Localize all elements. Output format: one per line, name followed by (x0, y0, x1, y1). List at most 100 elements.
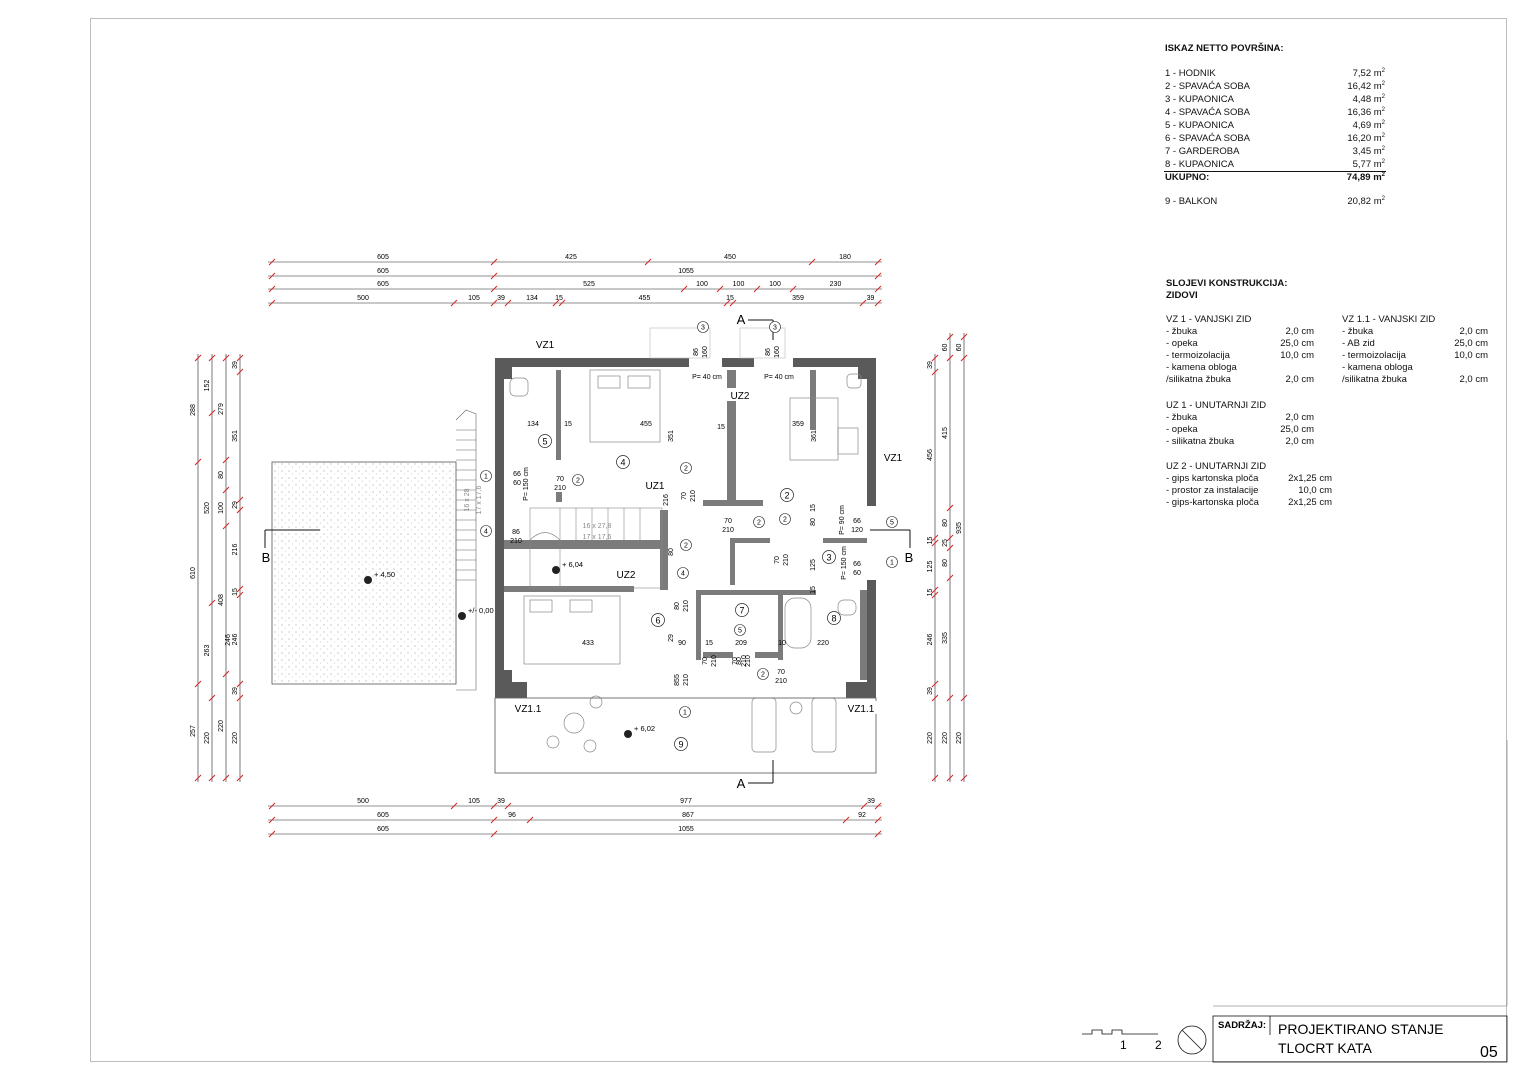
inner-dimension: 15 (810, 504, 817, 512)
balcony-outline (494, 697, 877, 774)
dimension-tick (753, 285, 761, 293)
inner-dimension: 15 (564, 421, 572, 428)
dimension-tick (808, 258, 816, 266)
dimension-tick (194, 680, 202, 688)
dimension-tick (946, 333, 954, 341)
areas-balcony-row: 9 - BALKON 20,82 m2 (1165, 196, 1385, 209)
room-number-marker (480, 525, 492, 537)
room-number: 4 (620, 458, 625, 468)
opening-width: 70 (732, 657, 739, 665)
areas-room-name: 7 - GARDEROBA (1165, 146, 1240, 157)
wall-label-box (724, 388, 756, 401)
room-number: 2 (783, 517, 787, 524)
dimension-tick (222, 670, 230, 678)
dimension-value: 867 (682, 812, 694, 819)
room-number-marker (680, 539, 692, 551)
layer-name: - kamena obloga (1342, 362, 1413, 373)
room-number-marker (769, 321, 781, 333)
level-value: + 6,02 (634, 724, 655, 733)
wall-label: VZ1 (536, 340, 555, 351)
dimension-tick (723, 299, 731, 307)
dimension-tick (874, 299, 882, 307)
dimension-tick (552, 299, 560, 307)
dimension-value: 351 (232, 430, 239, 442)
room-number: 4 (681, 571, 685, 578)
opening-width: 66 (853, 561, 861, 568)
room-number: 2 (576, 478, 580, 485)
inner-dimension: 15 (705, 640, 713, 647)
dimension-tick (931, 586, 939, 594)
dimension-tick (504, 299, 512, 307)
section-label: B (905, 550, 914, 565)
dimension-value: 29 (232, 501, 239, 509)
dimension-tick (931, 774, 939, 782)
wall-label: VZ1.1 (848, 704, 875, 715)
sheet-number: 05 (1480, 1044, 1498, 1061)
dimension-value: 456 (927, 449, 934, 461)
dimension-tick (931, 591, 939, 599)
dimension-tick (490, 816, 498, 824)
layer-name: - prostor za instalacije (1166, 485, 1259, 496)
dimension-tick (874, 830, 882, 838)
inner-dimension: 433 (582, 640, 594, 647)
dimension-value: 605 (377, 281, 389, 288)
dimension-value: 220 (927, 732, 934, 744)
dimension-tick (236, 368, 244, 376)
dimension-value: 257 (190, 725, 197, 737)
dimension-tick (842, 816, 850, 824)
dimension-tick (526, 816, 534, 824)
dimension-value: 15 (927, 537, 934, 545)
dimension-tick (874, 802, 882, 810)
room-number: 2 (757, 520, 761, 527)
opening-height: 210 (745, 655, 752, 667)
stair-label: 16 x 28 (464, 488, 471, 511)
dimension-value: 525 (583, 281, 595, 288)
dimension-tick (960, 694, 968, 702)
wall-label: VZ1.1 (515, 704, 542, 715)
inner-dimension: 361 (811, 430, 818, 442)
room-number: 7 (739, 606, 744, 616)
opening-width: 80 (674, 602, 681, 610)
dimension-tick (222, 522, 230, 530)
dimension-value: 288 (190, 404, 197, 416)
room-number-marker (680, 462, 692, 474)
room-number-marker (651, 613, 665, 627)
inner-dimension: 220 (817, 640, 829, 647)
dimension-value: 220 (942, 732, 949, 744)
dimension-tick (644, 258, 652, 266)
layer-thickness: 10,0 cm (1454, 350, 1488, 361)
dimension-value: 105 (468, 295, 480, 302)
room-number: 5 (890, 520, 894, 527)
opening-width: 86 (693, 348, 700, 356)
level-marker (364, 576, 372, 584)
dimension-tick (490, 272, 498, 280)
dimension-tick (931, 539, 939, 547)
dimension-value: 610 (190, 567, 197, 579)
room-number-marker (679, 706, 691, 718)
layer-name: /silikatna žbuka (1342, 374, 1407, 385)
opening-height: 210 (554, 485, 566, 492)
room-number-marker (753, 516, 765, 528)
wall-label-box (877, 450, 909, 463)
dimension-value: 134 (526, 295, 538, 302)
dimension-value: 39 (867, 798, 875, 805)
layer-name: - silikatna žbuka (1166, 436, 1235, 447)
level-value: + 4,50 (374, 570, 395, 579)
room-number: 2 (684, 466, 688, 473)
layer-thickness: 10,0 cm (1280, 350, 1314, 361)
wall-label-box (529, 337, 561, 350)
inner-dimension: 125 (810, 559, 817, 571)
inner-dimension: 246 (225, 634, 232, 646)
window-parapet: P= 40 cm (764, 374, 794, 381)
room-number: 8 (831, 614, 836, 624)
dimension-value: 60 (956, 344, 963, 352)
layer-name: - žbuka (1342, 326, 1374, 337)
layer-group-title: UZ 1 - UNUTARNJI ZID (1166, 400, 1267, 411)
wall-label: UZ1 (646, 481, 665, 492)
room-number: 3 (773, 325, 777, 332)
opening-width: 70 (702, 657, 709, 665)
level-value: +/- 0,00 (468, 606, 494, 615)
